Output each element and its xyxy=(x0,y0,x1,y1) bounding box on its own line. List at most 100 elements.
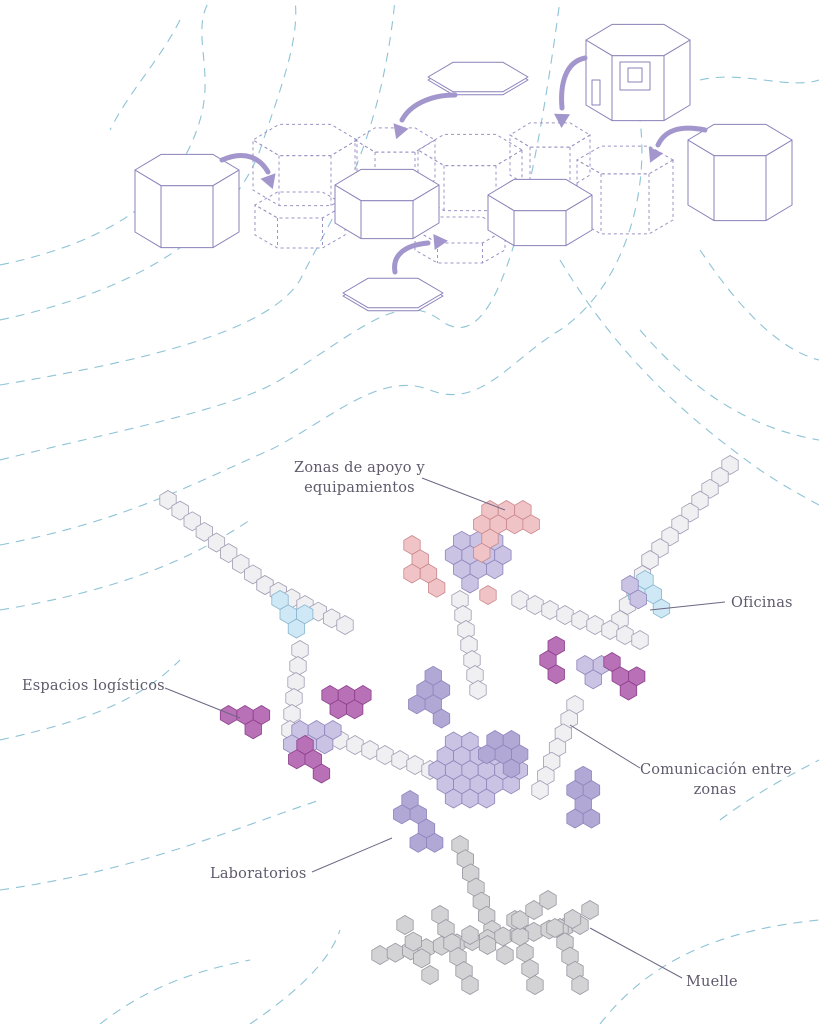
floor-plate-top xyxy=(427,61,529,93)
leader-muelle xyxy=(589,927,683,979)
corridor-hex xyxy=(454,605,472,625)
arrow-bottom-plate xyxy=(392,234,448,275)
apoyo-hex xyxy=(428,577,446,598)
label-comunicacion-line1: Comunicación entre xyxy=(640,762,792,778)
muelle-hex xyxy=(467,877,485,898)
floor-plate-bottom xyxy=(342,277,444,309)
corridor-hex xyxy=(406,755,424,775)
muelle-hex xyxy=(461,975,479,995)
muelle-hex xyxy=(472,891,491,912)
lab-hex xyxy=(444,788,463,809)
lab-hex-dark xyxy=(426,832,444,853)
modular-assembly-axonometric xyxy=(134,23,793,312)
logisticos-hex xyxy=(354,685,372,705)
apoyo-hex xyxy=(522,514,540,535)
corridor-hex xyxy=(285,688,303,708)
logisticos-hex xyxy=(547,664,565,685)
label-muelle: Muelle xyxy=(686,974,738,990)
muelle-hex xyxy=(456,849,475,870)
corridor-hex xyxy=(641,550,659,570)
apoyo-core-hex xyxy=(453,530,471,551)
leader-comunicacion xyxy=(569,724,641,769)
corridor-hex xyxy=(463,650,481,670)
muelle-hex xyxy=(516,942,534,963)
module-far-right xyxy=(687,123,793,222)
apoyo-core-hex xyxy=(494,545,512,565)
muelle-hex xyxy=(566,960,584,981)
oficinas-support-hex xyxy=(629,589,647,610)
module-right xyxy=(487,178,593,247)
muelle-hex xyxy=(477,905,496,926)
corridor-hex xyxy=(541,600,559,620)
corridor-hex xyxy=(391,750,409,770)
muelle-hex xyxy=(449,947,467,967)
corridor-hex xyxy=(361,740,379,760)
module-left xyxy=(134,153,240,249)
corridor-hex xyxy=(451,590,469,610)
corridor-hex xyxy=(531,780,549,800)
muelle-hex xyxy=(437,919,455,939)
muelle-hex xyxy=(478,935,497,955)
logisticos-hex xyxy=(244,719,262,740)
leader-laboratorios xyxy=(311,837,393,873)
muelle-hex xyxy=(525,900,543,920)
corridor-hex xyxy=(631,630,649,650)
muelle-hex xyxy=(461,863,480,884)
lab-hex-dark xyxy=(408,694,426,715)
arrow-top-module xyxy=(554,55,588,128)
lab-hex-dark xyxy=(502,758,521,779)
corridor-hex xyxy=(543,751,561,772)
corridor-hex xyxy=(526,595,544,615)
muelle-hex xyxy=(539,890,557,910)
muelle-hex xyxy=(511,910,529,930)
lab-hex xyxy=(477,788,496,809)
label-logisticos: Espacios logísticos xyxy=(22,678,165,694)
leader-logisticos xyxy=(164,687,241,719)
apoyo-core-hex xyxy=(461,573,479,594)
muelle-hex xyxy=(443,933,461,953)
lab-hex-dark xyxy=(478,744,496,765)
logisticos-hex xyxy=(619,680,638,701)
muelle-hex xyxy=(421,965,439,985)
muelle-hex xyxy=(496,945,514,965)
lab-hex-dark xyxy=(409,832,427,853)
muelle-hex xyxy=(461,925,479,945)
lab-hex-dark xyxy=(432,708,451,729)
lab-hex-dark xyxy=(582,808,601,829)
muelle-hex xyxy=(546,918,564,938)
module-center xyxy=(334,168,440,240)
label-comunicacion-line2: zonas xyxy=(693,782,737,798)
corridor-hex xyxy=(560,709,578,730)
muelle-hex xyxy=(571,975,589,995)
oficinas-hex xyxy=(287,618,306,639)
logisticos-hex xyxy=(219,705,238,725)
lab-hex xyxy=(428,760,446,780)
corridor-hex xyxy=(291,640,309,660)
logisticos-hex xyxy=(288,749,306,770)
logisticos-hex xyxy=(547,635,565,656)
corridor-hex xyxy=(566,695,584,715)
corridor-hex xyxy=(554,723,572,744)
lab-hex-dark xyxy=(424,665,442,686)
corridor-hex xyxy=(346,735,364,755)
corridor-hex xyxy=(556,605,574,625)
muelle-hex xyxy=(556,932,574,953)
corridor-hex xyxy=(457,620,475,640)
muelle-hex xyxy=(451,835,469,855)
muelle-hex xyxy=(396,915,414,935)
corridor-hex xyxy=(537,765,555,786)
label-oficinas: Oficinas xyxy=(731,595,793,611)
muelle-hex xyxy=(371,945,389,965)
leader-oficinas xyxy=(649,601,726,611)
corridor-hex xyxy=(283,704,301,724)
label-apoyo: Zonas de apoyo y equipamientos xyxy=(292,458,427,498)
corridor-hex xyxy=(287,672,305,692)
ghost-module xyxy=(254,191,346,249)
logisticos-hex xyxy=(329,699,347,720)
corridor-hex xyxy=(586,615,604,635)
logistica-core-hex xyxy=(316,734,334,755)
logisticos-hex xyxy=(312,763,331,784)
window-detail xyxy=(591,61,651,106)
